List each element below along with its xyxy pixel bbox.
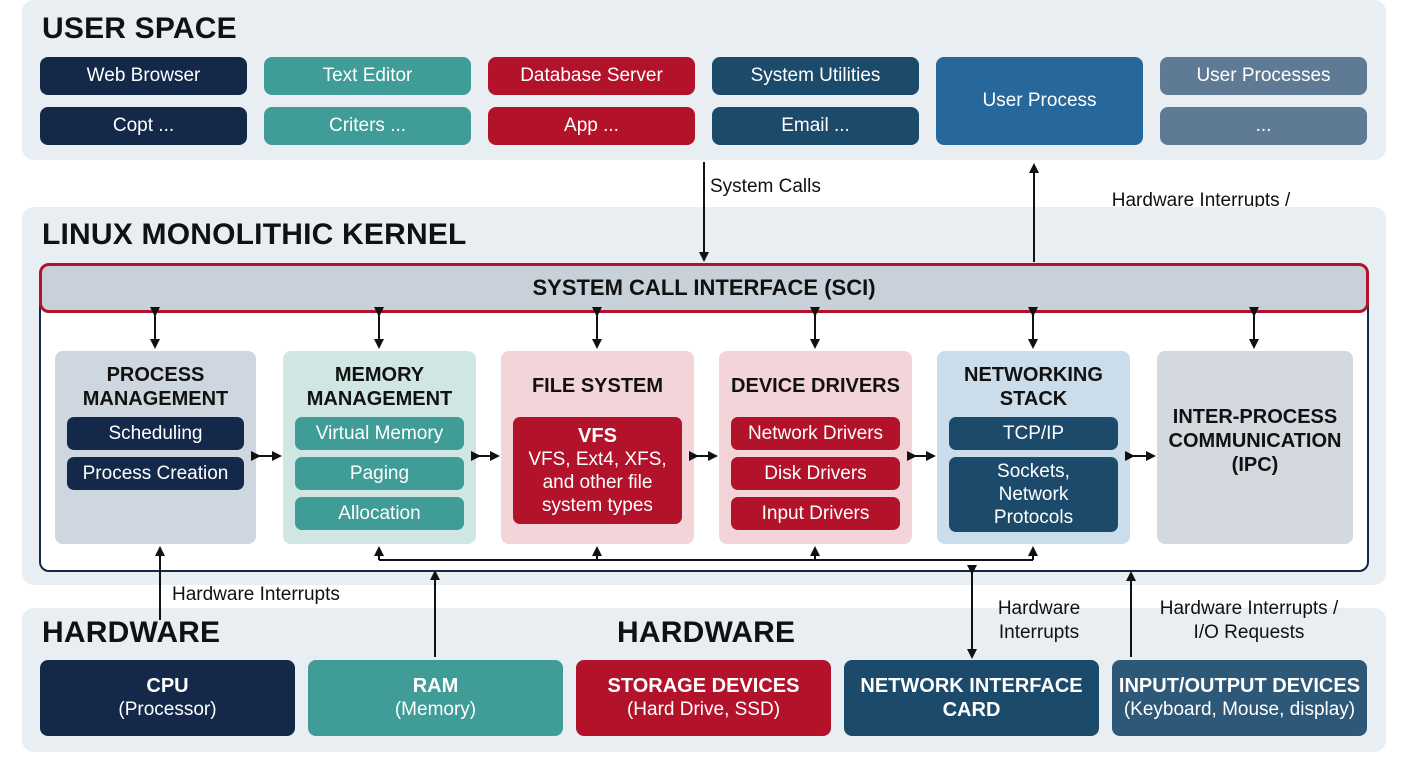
paging-box: Paging — [295, 457, 464, 490]
app-app: App ... — [488, 107, 695, 145]
kernel-outline — [39, 290, 1369, 572]
sockets-box: Sockets, Network Protocols — [949, 457, 1118, 532]
hardware-title-center: HARDWARE — [617, 616, 796, 649]
process-management-title: PROCESS MANAGEMENT — [82, 364, 229, 410]
memory-management-block: MEMORY MANAGEMENT Virtual Memory Paging … — [283, 351, 476, 544]
networking-stack-title: NETWORKING STACK — [964, 364, 1103, 410]
vfs-text: VFS, Ext4, XFS, and other file system ty… — [528, 448, 667, 516]
file-system-block: FILE SYSTEM VFS VFS, Ext4, XFS, and othe… — [501, 351, 694, 544]
user-processes-box: User Processes — [1160, 57, 1367, 95]
nic-title: NETWORK INTERFACE CARD — [860, 675, 1083, 721]
process-creation-box: Process Creation — [67, 457, 244, 490]
app-database-server: Database Server — [488, 57, 695, 95]
user-space-panel — [22, 0, 1386, 160]
allocation-box: Allocation — [295, 497, 464, 530]
storage-title: STORAGE DEVICES — [607, 675, 800, 697]
cpu-sub: (Processor) — [118, 699, 217, 720]
app-web-browser: Web Browser — [40, 57, 247, 95]
disk-drivers-box: Disk Drivers — [731, 457, 900, 490]
scheduling-box: Scheduling — [67, 417, 244, 450]
app-criters: Criters ... — [264, 107, 471, 145]
hw-interrupts-left-label: Hardware Interrupts — [172, 584, 340, 605]
ram-title: RAM — [412, 675, 459, 697]
cpu-box: CPU (Processor) — [40, 660, 295, 736]
system-call-interface: SYSTEM CALL INTERFACE (SCI) — [39, 263, 1369, 313]
hw-interrupts-io-bottom-label: Hardware Interrupts / I/O Requests — [1159, 598, 1339, 643]
cpu-title: CPU — [146, 675, 189, 697]
user-space-title: USER SPACE — [42, 12, 237, 45]
app-copt: Copt ... — [40, 107, 247, 145]
virtual-memory-box: Virtual Memory — [295, 417, 464, 450]
ram-sub: (Memory) — [394, 699, 477, 720]
ram-box: RAM (Memory) — [308, 660, 563, 736]
io-devices-box: INPUT/OUTPUT DEVICES (Keyboard, Mouse, d… — [1112, 660, 1367, 736]
user-processes-more: ... — [1160, 107, 1367, 145]
nic-box: NETWORK INTERFACE CARD — [844, 660, 1099, 736]
io-title: INPUT/OUTPUT DEVICES — [1118, 675, 1361, 697]
device-drivers-title: DEVICE DRIVERS — [731, 375, 900, 397]
vfs-box: VFS VFS, Ext4, XFS, and other file syste… — [513, 417, 682, 524]
device-drivers-block: DEVICE DRIVERS Network Drivers Disk Driv… — [719, 351, 912, 544]
file-system-title: FILE SYSTEM — [531, 375, 664, 397]
storage-sub: (Hard Drive, SSD) — [626, 699, 781, 720]
tcp-ip-box: TCP/IP — [949, 417, 1118, 450]
ipc-block: INTER-PROCESS COMMUNICATION (IPC) — [1157, 351, 1353, 544]
hardware-title-left: HARDWARE — [42, 616, 221, 649]
app-text-editor: Text Editor — [264, 57, 471, 95]
system-calls-label: System Calls — [710, 176, 821, 197]
storage-devices-box: STORAGE DEVICES (Hard Drive, SSD) — [576, 660, 831, 736]
vfs-title: VFS — [578, 424, 617, 447]
ipc-title: INTER-PROCESS COMMUNICATION (IPC) — [1168, 406, 1342, 476]
networking-stack-block: NETWORKING STACK TCP/IP Sockets, Network… — [937, 351, 1130, 544]
user-process-box: User Process — [936, 57, 1143, 145]
kernel-title: LINUX MONOLITHIC KERNEL — [42, 218, 467, 251]
network-drivers-box: Network Drivers — [731, 417, 900, 450]
app-email: Email ... — [712, 107, 919, 145]
process-management-block: PROCESS MANAGEMENT Scheduling Process Cr… — [55, 351, 256, 544]
io-sub: (Keyboard, Mouse, display) — [1123, 699, 1356, 720]
hw-interrupts-mid-label: Hardware Interrupts — [997, 598, 1081, 643]
app-system-utilities: System Utilities — [712, 57, 919, 95]
memory-management-title: MEMORY MANAGEMENT — [306, 364, 453, 410]
input-drivers-box: Input Drivers — [731, 497, 900, 530]
